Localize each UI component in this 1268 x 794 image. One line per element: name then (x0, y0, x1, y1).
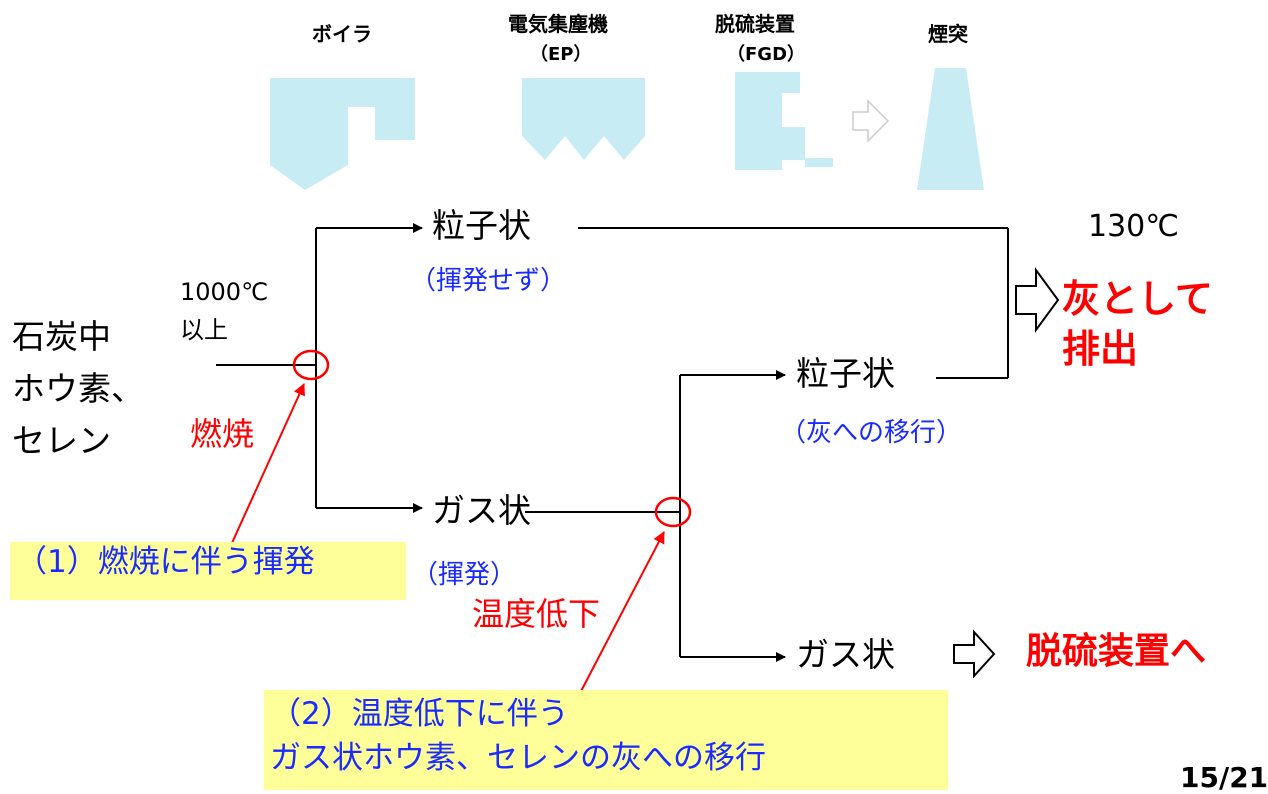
gas-note: （揮発） (412, 560, 517, 590)
combustion-node (292, 349, 330, 381)
callout-1-text: （1）燃焼に伴う揮発 (16, 544, 315, 580)
fgd-destination: 脱硫装置へ (1026, 631, 1207, 672)
ep-label: 電気集塵機 (508, 12, 608, 36)
particle2-note: （灰への移行） (780, 418, 963, 448)
ep-abbr-label: （EP） (530, 44, 592, 65)
callout-2-line-1: （2）温度低下に伴う (270, 696, 569, 732)
callout-2: （2）温度低下に伴う ガス状ホウ素、セレンの灰への移行 (264, 690, 948, 790)
fgd-connector (805, 158, 833, 167)
fgd-shape (735, 72, 805, 170)
page-number: 15/21 (1180, 761, 1268, 794)
callout-1-pointer (221, 383, 305, 566)
cooling-label: 温度低下 (472, 595, 601, 633)
boiler-shape (270, 78, 415, 190)
upper-particle-label: 粒子状 (432, 206, 531, 245)
stack-label: 煙突 (928, 22, 968, 46)
gas-label: ガス状 (432, 491, 531, 530)
outlet-label-2: 排出 (1062, 327, 1139, 371)
source-line-1: 石炭中 (12, 317, 111, 356)
particle2-label: 粒子状 (796, 354, 895, 393)
fgd-abbr-label: （FGD） (727, 44, 806, 65)
stack-shape (917, 68, 984, 190)
outlet-temp: 130℃ (1088, 209, 1179, 244)
source-temp-threshold: 以上 (180, 316, 228, 344)
source-line-3: セレン (12, 421, 111, 460)
outlet-label-1: 灰として (1062, 277, 1213, 321)
outlet-arrow (1015, 266, 1060, 334)
boiler-label: ボイラ (312, 22, 372, 46)
fgd-to-stack-arrow (852, 99, 890, 143)
ep-shape (522, 78, 645, 160)
combustion-label: 燃焼 (190, 415, 255, 453)
upper-particle-note: （揮発せず） (410, 266, 567, 296)
callout-2-pointer (577, 531, 665, 698)
gas2-label: ガス状 (796, 635, 895, 674)
source-temp: 1000℃ (180, 278, 269, 306)
fgd-label: 脱硫装置 (715, 12, 795, 36)
callout-1: （1）燃焼に伴う揮発 (10, 542, 406, 600)
source-line-2: ホウ素、 (12, 369, 144, 408)
cooling-node (654, 496, 692, 528)
to-fgd-arrow (953, 629, 996, 679)
callout-2-line-2: ガス状ホウ素、セレンの灰への移行 (270, 740, 766, 776)
